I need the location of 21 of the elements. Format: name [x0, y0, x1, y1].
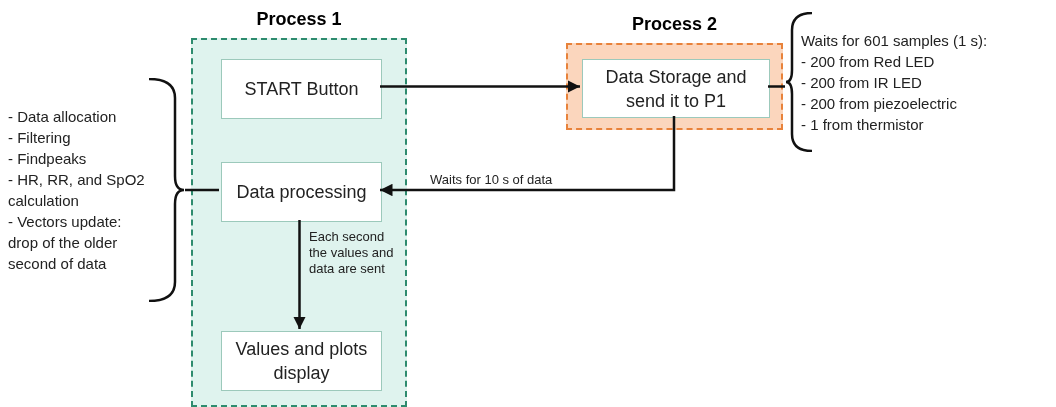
- arrow: [380, 116, 676, 197]
- list-text: - Filtering: [8, 128, 72, 148]
- process-box: START Button: [221, 59, 382, 119]
- list-text: Waits for 601 samples (1 s):: [801, 30, 989, 51]
- list-text: - 1 from thermistor: [801, 114, 925, 135]
- group-heading: Process 1: [255, 8, 343, 31]
- list-text: - 200 from Red LED: [801, 51, 936, 72]
- edge-label: Each second the values and data are sent: [309, 229, 395, 277]
- edge-label: Waits for 10 s of data: [430, 171, 554, 189]
- arrow: [380, 80, 580, 93]
- list-text: - Vectors update: drop of the older second of data: [8, 212, 123, 274]
- arrow: [293, 220, 306, 329]
- process-box: Values and plots display: [221, 331, 382, 391]
- list-text: - 200 from IR LED: [801, 72, 923, 93]
- group-heading: Process 2: [630, 13, 719, 36]
- list-text: - Findpeaks: [8, 149, 88, 169]
- list-text: - 200 from piezoelectric: [801, 93, 958, 114]
- process-box: Data Storage and send it to P1: [582, 59, 770, 118]
- list-text: - Data allocation: [8, 107, 118, 127]
- list-text: - HR, RR, and SpO2 calculation: [8, 170, 145, 211]
- process-box: Data processing: [221, 162, 382, 222]
